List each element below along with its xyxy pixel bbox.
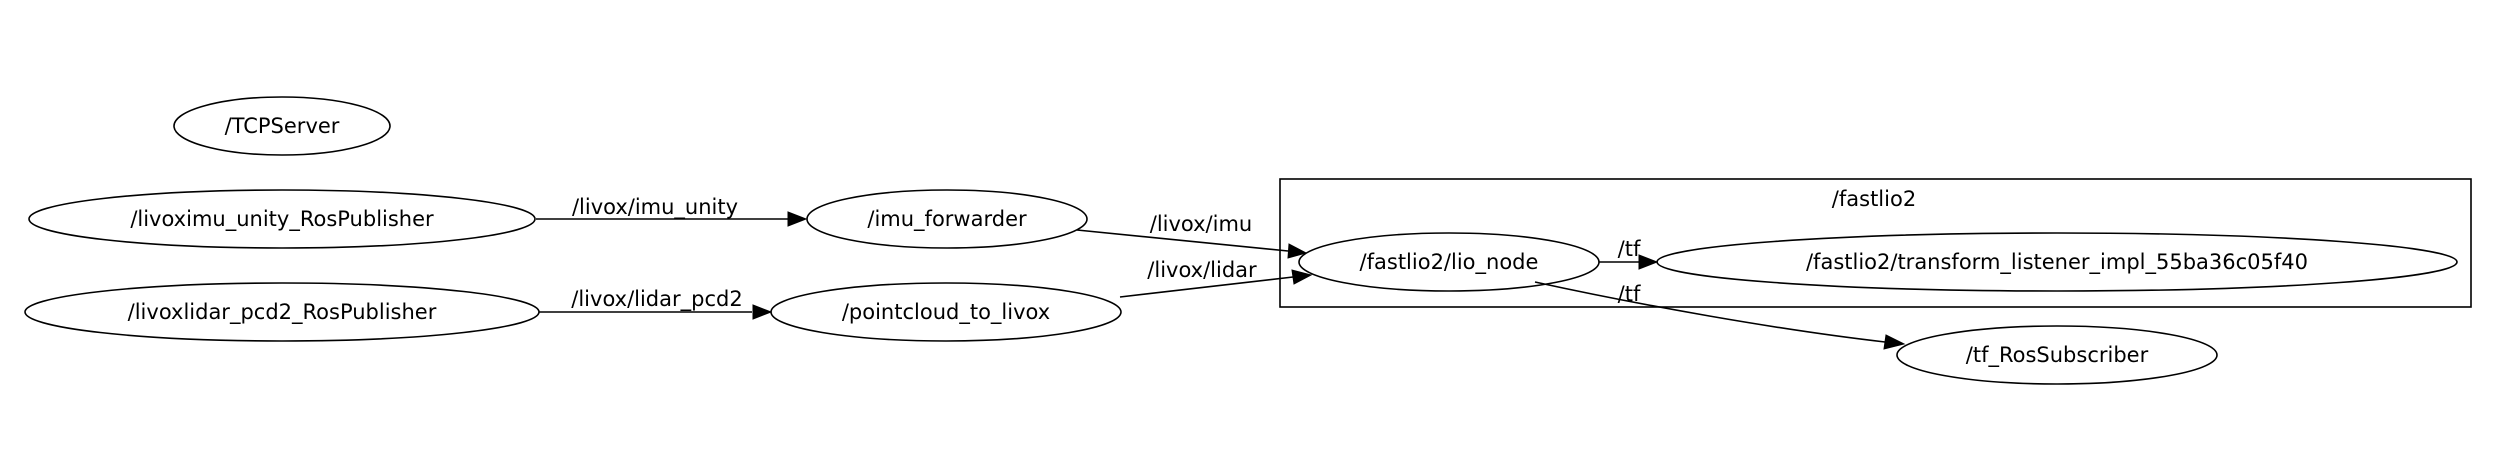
node-ellipse [1896,325,2218,385]
node-ellipse [1298,232,1600,292]
node-ellipse [806,189,1088,249]
edge-line [1076,229,1289,252]
node-label: /pointcloud_to_livox [842,300,1050,325]
cluster-fastlio2-label: /fastlio2 [1832,187,1916,211]
arrowhead [1291,269,1313,285]
edge-forwarder-to-lio-node[interactable]: /livox/imu [1076,212,1308,259]
cluster-fastlio2-box [1279,178,2472,308]
node-ellipse [173,96,391,156]
edge-lidar-pub-to-pointcloud[interactable]: /livox/lidar_pcd2 [539,287,773,320]
edge-line [1119,276,1294,298]
arrowhead [1287,243,1308,259]
node-fastlio2-transform-listener[interactable]: /fastlio2/transform_listener_impl_55ba36… [1656,232,2458,292]
arrowhead [1638,254,1659,270]
cluster-fastlio2: /fastlio2 [1279,178,2472,308]
node-label: /tf_RosSubscriber [1966,343,2149,368]
node-ellipse [24,282,540,342]
node-label: /imu_forwarder [867,207,1027,232]
node-ellipse [28,189,536,249]
node-livoxlidar-pcd2-rospublisher[interactable]: /livoxlidar_pcd2_RosPublisher [24,282,540,342]
node-livoximu-unity-rospublisher[interactable]: /livoximu_unity_RosPublisher [28,189,536,249]
edge-imu-pub-to-forwarder[interactable]: /livox/imu_unity [536,195,808,227]
node-ellipse [1656,232,2458,292]
arrowhead [1883,334,1906,350]
arrowhead [787,211,808,227]
edge-lio-node-to-tf-subscriber[interactable]: /tf [1534,281,1906,350]
edge-label: /livox/lidar [1147,258,1257,282]
node-tf-rossubscriber[interactable]: /tf_RosSubscriber [1896,325,2218,385]
edge-lio-node-to-transform-listener[interactable]: /tf [1599,237,1659,270]
node-label: /TCPServer [225,114,340,138]
node-fastlio2-lio-node[interactable]: /fastlio2/lio_node [1298,232,1600,292]
edge-label: /livox/lidar_pcd2 [571,287,742,312]
arrowhead [752,304,773,320]
edge-label: /tf [1618,282,1641,306]
node-imu-forwarder[interactable]: /imu_forwarder [806,189,1088,249]
node-tcpserver[interactable]: /TCPServer [173,96,391,156]
edge-pointcloud-to-lio-node[interactable]: /livox/lidar [1119,258,1313,298]
edge-label: /livox/imu_unity [572,195,738,220]
edge-label: /livox/imu [1150,212,1252,236]
node-label: /livoximu_unity_RosPublisher [130,207,434,232]
node-label: /fastlio2/lio_node [1360,250,1539,275]
edge-line [1534,281,1886,343]
node-label: /livoxlidar_pcd2_RosPublisher [128,300,437,325]
node-ellipse [770,282,1122,342]
node-label: /fastlio2/transform_listener_impl_55ba36… [1806,250,2308,275]
edge-label: /tf [1618,237,1641,261]
node-pointcloud-to-livox[interactable]: /pointcloud_to_livox [770,282,1122,342]
